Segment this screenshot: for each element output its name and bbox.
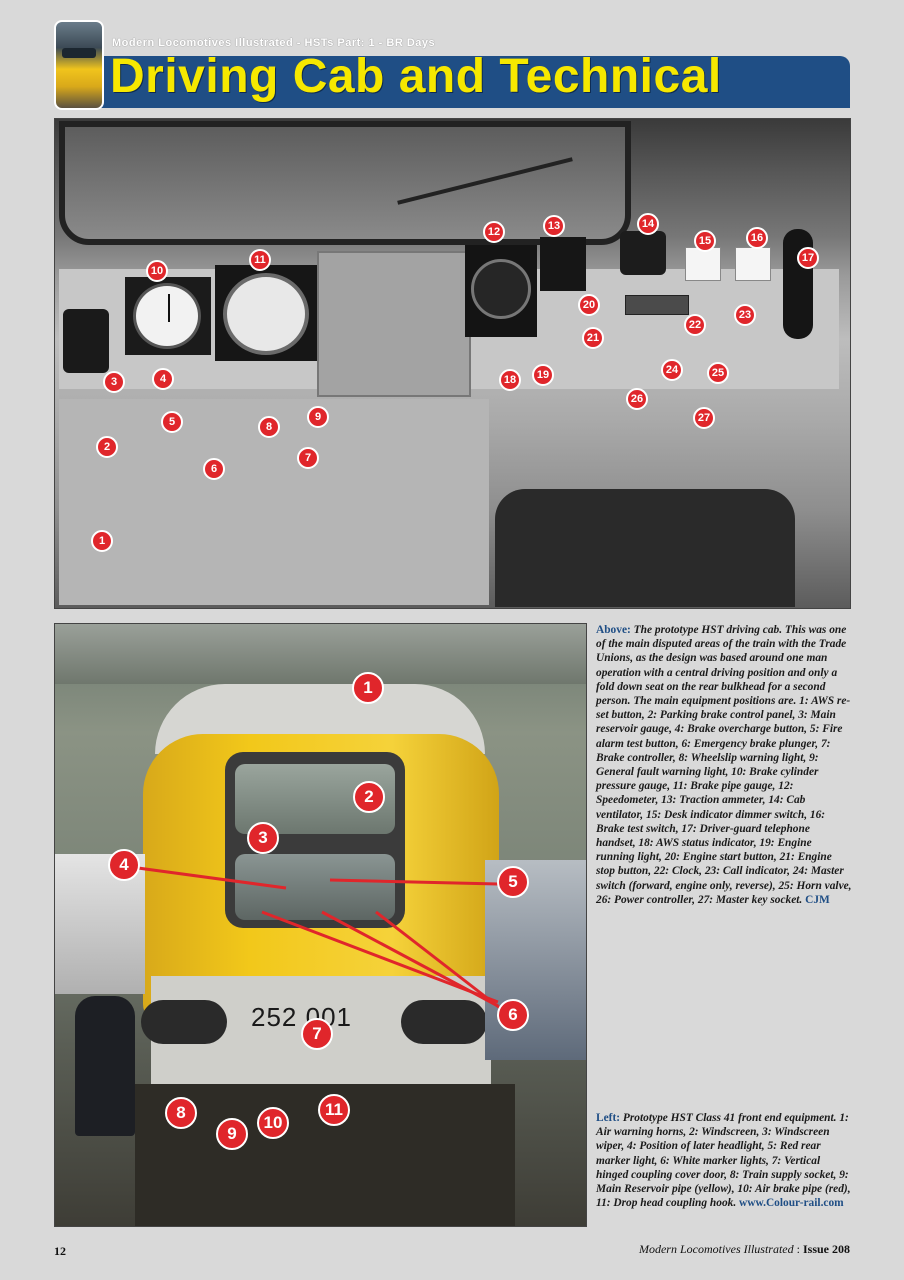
lower-windscreen <box>235 854 395 920</box>
arrow-6a <box>261 910 499 1004</box>
cab-marker-6: 6 <box>203 458 225 480</box>
caption-left: Left: Prototype HST Class 41 front end e… <box>596 1111 852 1210</box>
front-marker-1: 1 <box>352 672 384 704</box>
caption-above-lead: Above: <box>596 624 631 636</box>
cab-marker-4: 4 <box>152 368 174 390</box>
cab-marker-14: 14 <box>637 213 659 235</box>
brake-pipe-gauge <box>215 265 317 361</box>
front-marker-2: 2 <box>353 781 385 813</box>
caption-left-lead: Left: <box>596 1112 621 1124</box>
number-plate: 252 001 <box>251 1002 352 1032</box>
caption-left-text: Prototype HST Class 41 front end equipme… <box>596 1112 851 1210</box>
cab-marker-16: 16 <box>746 227 768 249</box>
arrow-4 <box>137 866 287 890</box>
front-marker-11: 11 <box>318 1094 350 1126</box>
header-loco-thumbnail <box>54 20 104 110</box>
cab-marker-15: 15 <box>694 230 716 252</box>
front-marker-3: 3 <box>247 822 279 854</box>
cab-marker-19: 19 <box>532 364 554 386</box>
main-reservoir-gauge <box>63 309 109 373</box>
roof-truss <box>55 624 586 684</box>
traction-ammeter <box>540 237 586 291</box>
front-marker-5: 5 <box>497 866 529 898</box>
footer-magazine: Modern Locomotives Illustrated : Issue 2… <box>639 1242 850 1257</box>
cab-marker-17: 17 <box>797 247 819 269</box>
header-band <box>96 56 850 108</box>
caption-left-credit: www.Colour-rail.com <box>739 1197 844 1210</box>
front-marker-6: 6 <box>497 999 529 1031</box>
cab-marker-8: 8 <box>258 416 280 438</box>
cab-marker-11: 11 <box>249 249 271 271</box>
front-marker-10: 10 <box>257 1107 289 1139</box>
cab-marker-13: 13 <box>543 215 565 237</box>
magazine-name: Modern Locomotives Illustrated <box>638 1242 794 1256</box>
issue-number: Issue 208 <box>802 1242 850 1256</box>
page-title: Driving Cab and Technical <box>110 50 722 103</box>
cab-marker-5: 5 <box>161 411 183 433</box>
right-buffer-lamp <box>401 1000 487 1044</box>
windscreen <box>59 121 631 245</box>
cab-marker-18: 18 <box>499 369 521 391</box>
cab-marker-10: 10 <box>146 260 168 282</box>
arrow-5 <box>329 878 499 886</box>
series-line: Modern Locomotives Illustrated - HSTs Pa… <box>112 37 436 49</box>
worker-figure <box>75 996 135 1136</box>
arrow-6b <box>321 910 499 1008</box>
cab-marker-2: 2 <box>96 436 118 458</box>
cab-marker-1: 1 <box>91 530 113 552</box>
brake-cylinder-gauge <box>125 277 211 355</box>
cab-marker-23: 23 <box>734 304 756 326</box>
caption-above: Above: The prototype HST driving cab. Th… <box>596 623 852 907</box>
caption-above-credit: CJM <box>805 893 830 906</box>
cab-marker-27: 27 <box>693 407 715 429</box>
front-marker-8: 8 <box>165 1097 197 1129</box>
cab-marker-3: 3 <box>103 371 125 393</box>
footer-separator: : <box>793 1242 803 1256</box>
driver-seat <box>495 489 795 607</box>
left-buffer-lamp <box>141 1000 227 1044</box>
clock-display <box>625 295 689 315</box>
brake-test-switch <box>735 247 771 281</box>
cab-ventilator <box>620 231 666 275</box>
cab-marker-22: 22 <box>684 314 706 336</box>
cab-marker-25: 25 <box>707 362 729 384</box>
speedometer <box>465 245 537 337</box>
caption-above-text: The prototype HST driving cab. This was … <box>596 624 852 906</box>
front-marker-4: 4 <box>108 849 140 881</box>
cab-marker-9: 9 <box>307 406 329 428</box>
cab-marker-20: 20 <box>578 294 600 316</box>
cab-marker-26: 26 <box>626 388 648 410</box>
arrow-6c <box>375 910 501 1010</box>
cab-marker-12: 12 <box>483 221 505 243</box>
front-marker-9: 9 <box>216 1118 248 1150</box>
page-number: 12 <box>54 1244 66 1258</box>
cab-marker-24: 24 <box>661 359 683 381</box>
cab-marker-21: 21 <box>582 327 604 349</box>
front-marker-7: 7 <box>301 1018 333 1050</box>
cab-marker-7: 7 <box>297 447 319 469</box>
